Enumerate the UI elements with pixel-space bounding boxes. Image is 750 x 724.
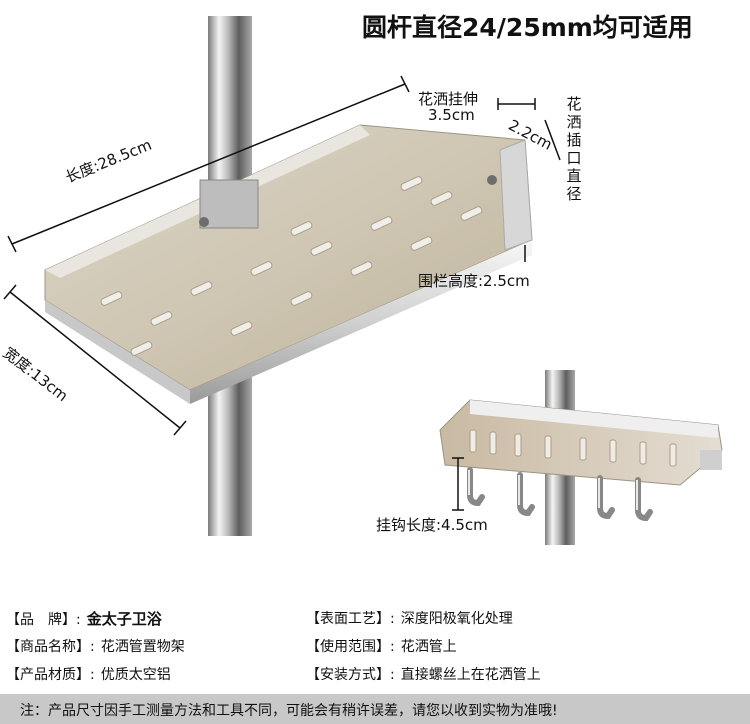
spec-row: 【品 牌】: 金太子卫浴 [6,608,162,629]
spec-key: 【产品材质】: [6,667,95,683]
hook-shelf [439,399,723,522]
spec-row: 【商品名称】: 花洒管置物架 [6,636,185,656]
spec-row: 【表面工艺】: 深度阳极氧化处理 [306,608,513,628]
spec-value: 花洒管上 [400,639,457,655]
spec-row: 【安装方式】: 直接螺丝上在花洒管上 [306,664,541,684]
hook-length-label: 挂钩长度:4.5cm [376,516,488,534]
length-dimension-line [7,75,410,253]
spec-table: 【品 牌】: 金太子卫浴 【商品名称】: 花洒管置物架 【产品材质】: 优质太空铝 【… [0,596,750,692]
disclaimer-bar: 注：产品尺寸因手工测量方法和工具不同，可能会有稍许误差，请您以收到实物为准哦! [0,694,750,724]
spec-row: 【产品材质】: 优质太空铝 [6,664,171,684]
spec-key: 【表面工艺】: [306,611,395,627]
socket-dimension-line [544,119,561,161]
spec-key: 【安装方式】: [306,667,395,683]
extension-label-line2: 3.5cm [428,106,475,124]
disclaimer-text: 注：产品尺寸因手工测量方法和工具不同，可能会有稍许误差，请您以收到实物为准哦! [20,703,558,719]
spec-key: 【使用范围】: [306,639,395,655]
spec-row: 【使用范围】: 花洒管上 [306,636,457,656]
extension-label-line1: 花洒挂伸 [418,90,479,108]
width-dimension-line [3,284,187,436]
spec-value: 深度阳极氧化处理 [400,611,513,627]
socket-diameter-label: 花洒插口直径 [566,95,582,203]
spec-value: 优质太空铝 [100,667,171,683]
spec-value: 花洒管置物架 [100,639,185,655]
extension-dimension-line [497,98,536,110]
rail-height-label: 围栏高度:2.5cm [418,272,530,290]
spec-value: 金太子卫浴 [86,610,162,628]
hook-length-line [452,457,464,511]
spec-key: 【商品名称】: [6,639,95,655]
spec-value: 直接螺丝上在花洒管上 [400,667,541,683]
main-shelf [44,124,533,404]
spec-key: 【品 牌】: [6,612,81,628]
product-illustration [3,16,723,545]
product-headline: 圆杆直径24/25mm均可适用 [362,13,693,42]
